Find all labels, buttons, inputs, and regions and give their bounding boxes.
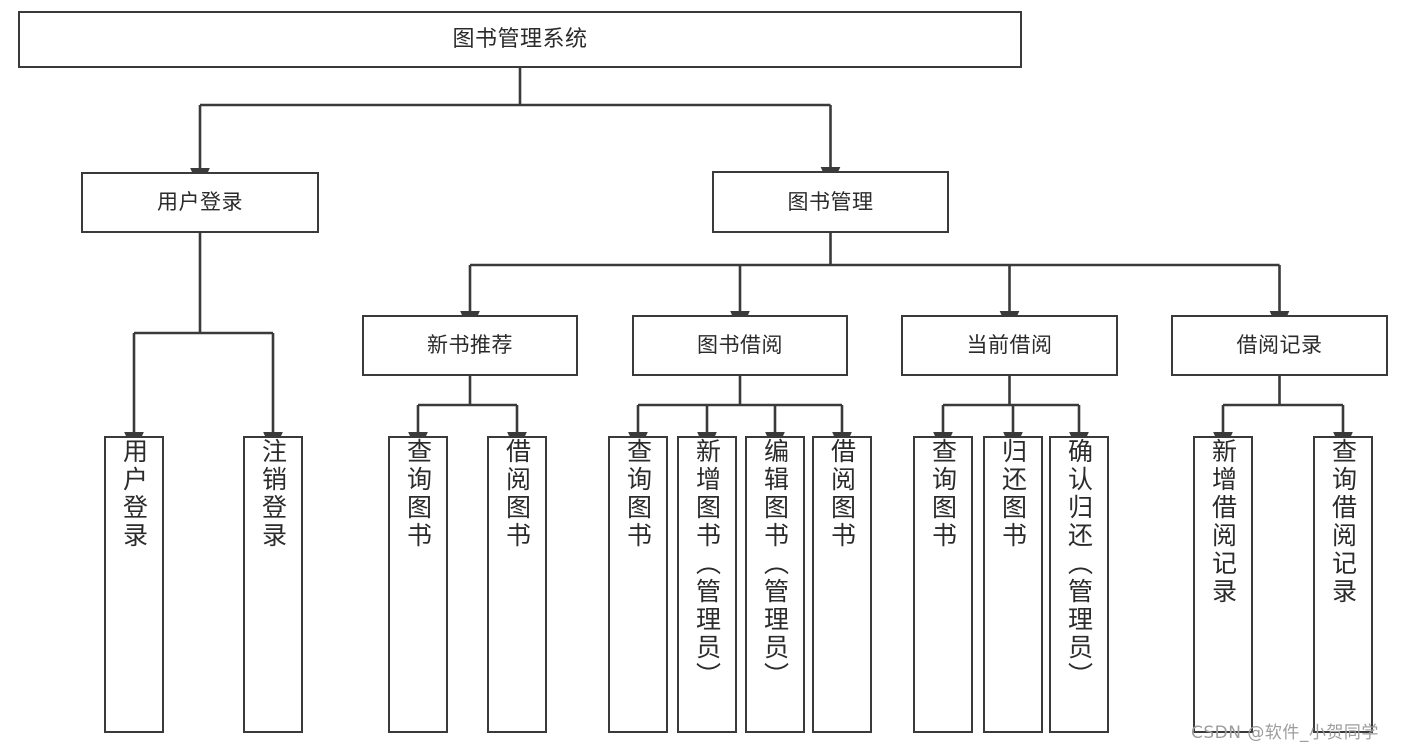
node-label: 注销登录 — [258, 438, 288, 550]
node-label: 确认归还（管理员） — [1064, 438, 1094, 690]
node-label: 当前借阅 — [966, 333, 1053, 358]
node-label: 用户登录 — [157, 190, 243, 215]
node-label: 借阅记录 — [1236, 333, 1323, 358]
node-label: 借阅图书 — [502, 438, 532, 550]
node-label: 图书管理 — [787, 189, 874, 214]
node-user-login[interactable]: 用户登录 — [81, 172, 319, 233]
node-book-borrow[interactable]: 图书借阅 — [632, 315, 848, 376]
node-label: 图书借阅 — [697, 333, 783, 358]
node-new-book-recommend[interactable]: 新书推荐 — [362, 315, 578, 376]
leaf-record-add[interactable]: 新增借阅记录 — [1193, 436, 1253, 733]
node-book-management[interactable]: 图书管理 — [712, 171, 949, 233]
node-label: 新书推荐 — [427, 333, 513, 358]
leaf-current-query-book[interactable]: 查询图书 — [913, 436, 973, 733]
leaf-borrow-borrow-book[interactable]: 借阅图书 — [812, 436, 872, 733]
node-label: 查询图书 — [623, 438, 653, 550]
node-label: 查询图书 — [928, 438, 958, 550]
leaf-current-return-book[interactable]: 归还图书 — [983, 436, 1043, 733]
leaf-current-confirm-return[interactable]: 确认归还（管理员） — [1049, 436, 1109, 733]
leaf-recommend-borrow-book[interactable]: 借阅图书 — [487, 436, 547, 733]
leaf-borrow-add-book[interactable]: 新增图书（管理员） — [677, 436, 737, 733]
node-label: 查询借阅记录 — [1328, 438, 1358, 606]
leaf-record-query[interactable]: 查询借阅记录 — [1313, 436, 1373, 733]
leaf-user-login[interactable]: 用户登录 — [104, 436, 164, 733]
node-borrow-record[interactable]: 借阅记录 — [1171, 315, 1388, 376]
leaf-logout[interactable]: 注销登录 — [243, 436, 303, 733]
node-label: 编辑图书（管理员） — [760, 438, 790, 690]
leaf-borrow-edit-book[interactable]: 编辑图书（管理员） — [745, 436, 805, 733]
node-label: 归还图书 — [998, 438, 1028, 550]
node-root-system[interactable]: 图书管理系统 — [18, 11, 1022, 68]
node-label: 图书管理系统 — [452, 26, 588, 52]
leaf-borrow-query-book[interactable]: 查询图书 — [608, 436, 668, 733]
leaf-recommend-query-book[interactable]: 查询图书 — [388, 436, 448, 733]
node-current-borrow[interactable]: 当前借阅 — [901, 315, 1118, 376]
node-label: 借阅图书 — [827, 438, 857, 550]
node-label: 查询图书 — [403, 438, 433, 550]
node-label: 用户登录 — [119, 438, 149, 550]
node-label: 新增借阅记录 — [1208, 438, 1238, 606]
node-label: 新增图书（管理员） — [692, 438, 722, 690]
